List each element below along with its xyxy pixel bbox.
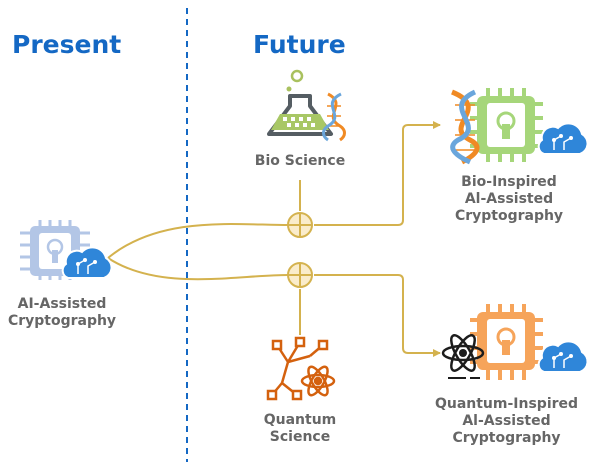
bio-science-label: Bio Science bbox=[254, 153, 346, 169]
future-heading: Future bbox=[253, 30, 346, 59]
arrow-to-bio-crypto bbox=[314, 121, 441, 226]
bio-inspired-cryptography-label: Bio-Inspired Al-Assisted Cryptography bbox=[454, 174, 564, 224]
network-atom-icon bbox=[266, 336, 336, 401]
ai-assisted-cryptography-label: AI-Assisted Cryptography bbox=[7, 296, 117, 329]
present-heading: Present bbox=[12, 30, 122, 59]
chip-lock-cloud-icon bbox=[20, 220, 113, 280]
quantum-inspired-cryptography-label: Quantum-Inspired Al-Assisted Cryptograph… bbox=[434, 396, 579, 446]
connectors bbox=[107, 121, 441, 357]
connector-ai-to-upper-junction bbox=[107, 223, 289, 259]
quantum-science-label: Quantum Science bbox=[263, 412, 337, 445]
connector-ai-to-lower-junction bbox=[107, 257, 289, 281]
lower-junction-plus-icon bbox=[287, 262, 313, 288]
atom-chip-lock-cloud-icon bbox=[441, 304, 589, 380]
dna-chip-lock-cloud-icon bbox=[450, 88, 589, 165]
arrow-to-quantum-crypto bbox=[314, 274, 441, 357]
upper-junction-plus-icon bbox=[287, 212, 313, 238]
flask-dna-icon bbox=[267, 69, 346, 142]
